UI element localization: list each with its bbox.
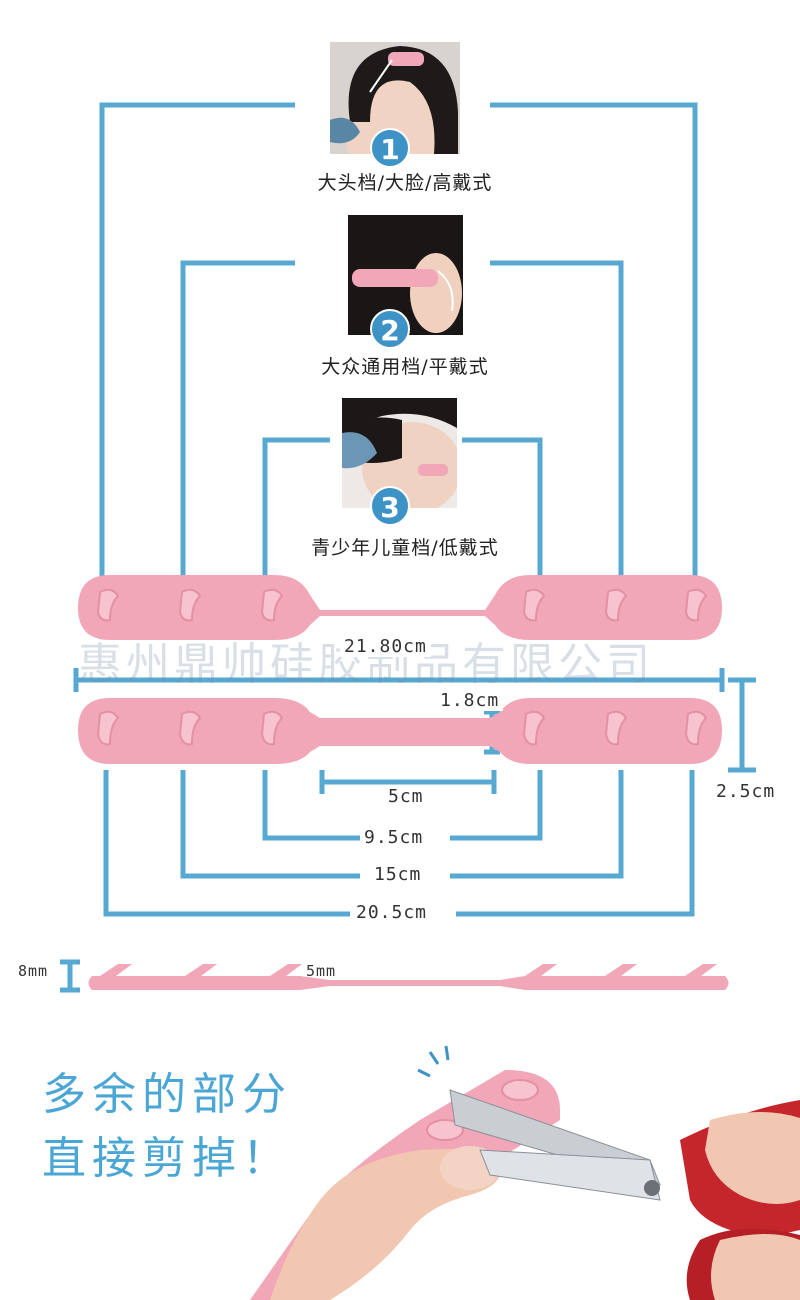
level-3-length-label: 9.5cm bbox=[360, 827, 428, 848]
width-label: 1.8cm bbox=[436, 690, 504, 711]
photo-level-2 bbox=[348, 215, 463, 335]
headline-line-2: 直接剪掉！ bbox=[42, 1133, 292, 1184]
level-3-badge: 3 bbox=[370, 486, 410, 526]
level-2-length-label: 15cm bbox=[370, 864, 426, 885]
bracket-level-1-right bbox=[490, 102, 698, 580]
level-3-caption: 青少年儿童档/低戴式 bbox=[311, 537, 499, 559]
bracket-level-3 bbox=[262, 437, 330, 580]
band-thickness-label: 5mm bbox=[306, 962, 337, 980]
cutting-scene bbox=[250, 1045, 800, 1300]
strap-bottom bbox=[78, 698, 722, 764]
level-1-badge: 1 bbox=[370, 128, 410, 168]
hook-thickness-label: 8mm bbox=[14, 962, 53, 980]
level-2-caption: 大众通用档/平戴式 bbox=[321, 356, 489, 378]
bracket-level-2 bbox=[180, 260, 295, 580]
strap-side-view bbox=[88, 964, 729, 990]
strap-top bbox=[78, 575, 722, 640]
total-height-label: 2.5cm bbox=[712, 781, 780, 802]
photo-level-1 bbox=[330, 42, 460, 154]
model-head-icon bbox=[330, 46, 458, 154]
bracket-level-2-right bbox=[490, 260, 624, 580]
level-1-length-label: 20.5cm bbox=[352, 902, 432, 923]
bracket-level-3-right bbox=[462, 437, 543, 580]
total-length-label: 21.80cm bbox=[340, 636, 431, 657]
level-1-caption: 大头档/大脸/高戴式 bbox=[317, 172, 493, 194]
middle-band-label: 5cm bbox=[384, 786, 428, 807]
lower-bracket-level-1 bbox=[103, 770, 350, 917]
lower-bracket-level-3 bbox=[262, 770, 360, 841]
model-head-icon bbox=[348, 215, 463, 335]
headline-line-1: 多余的部分 bbox=[42, 1069, 292, 1120]
lower-bracket-level-2 bbox=[180, 770, 360, 879]
level-2-badge: 2 bbox=[370, 309, 410, 349]
bracket-level-1 bbox=[99, 102, 295, 580]
